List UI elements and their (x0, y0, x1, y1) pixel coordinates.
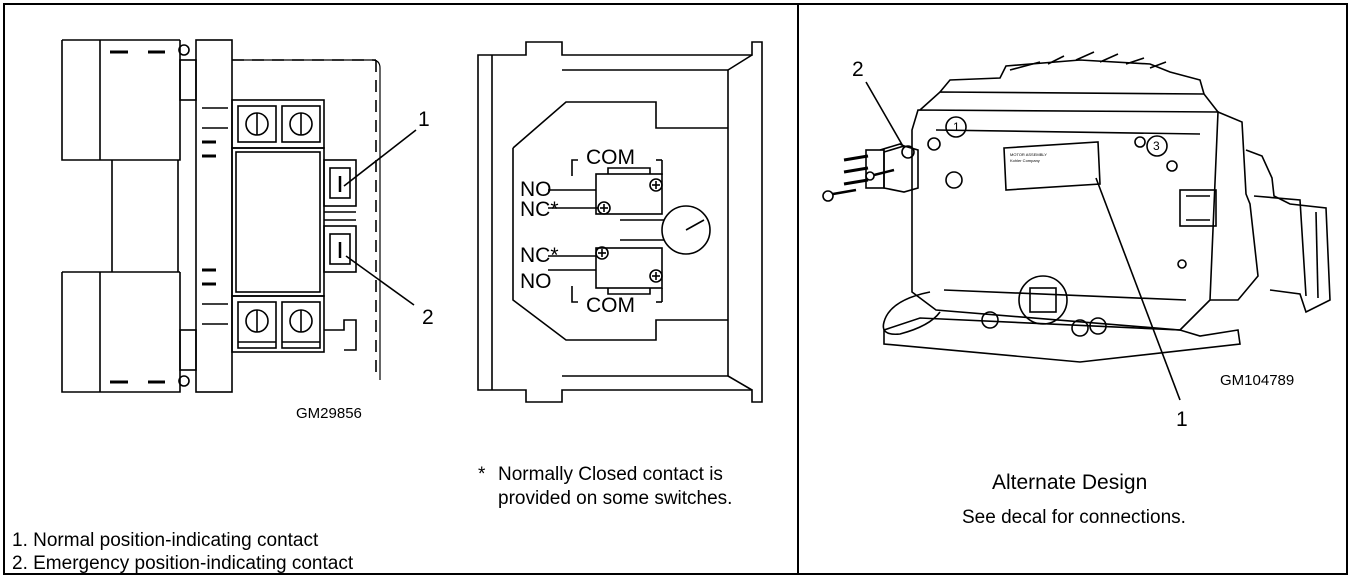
label-no-bottom: NO (520, 270, 552, 293)
callout-2-right: 2 (852, 58, 864, 81)
footnote-mark: * (478, 464, 486, 485)
panel-divider (797, 3, 799, 575)
boss-number-1: 1 (953, 120, 960, 134)
callout-2-left: 2 (422, 306, 434, 329)
footnote-line-2: provided on some switches. (498, 488, 733, 509)
aux-switch-wiring-drawing (477, 41, 763, 403)
callout-1-left: 1 (418, 108, 430, 131)
label-nc-top: NC* (520, 198, 559, 221)
boss-number-3: 3 (1153, 139, 1160, 153)
callout-1-right: 1 (1176, 408, 1188, 431)
legend-item-1: 1. Normal position-indicating contact (12, 530, 319, 551)
alternate-design-subtitle: See decal for connections. (962, 507, 1186, 528)
label-com-bottom: COM (586, 294, 635, 317)
figure-code-right: GM104789 (1220, 372, 1295, 389)
label-no-top: NO (520, 178, 552, 201)
figure-code-left: GM29856 (296, 405, 362, 422)
switch-front-view-drawing (61, 39, 417, 393)
legend-item-2: 2. Emergency position-indicating contact (12, 553, 354, 574)
label-nc-bottom: NC* (520, 244, 559, 267)
motor-assembly-drawing (822, 51, 1331, 401)
label-com-top: COM (586, 146, 635, 169)
figure-frame (3, 3, 1348, 575)
footnote-line-1: Normally Closed contact is (498, 464, 723, 485)
alternate-design-title: Alternate Design (992, 471, 1148, 494)
